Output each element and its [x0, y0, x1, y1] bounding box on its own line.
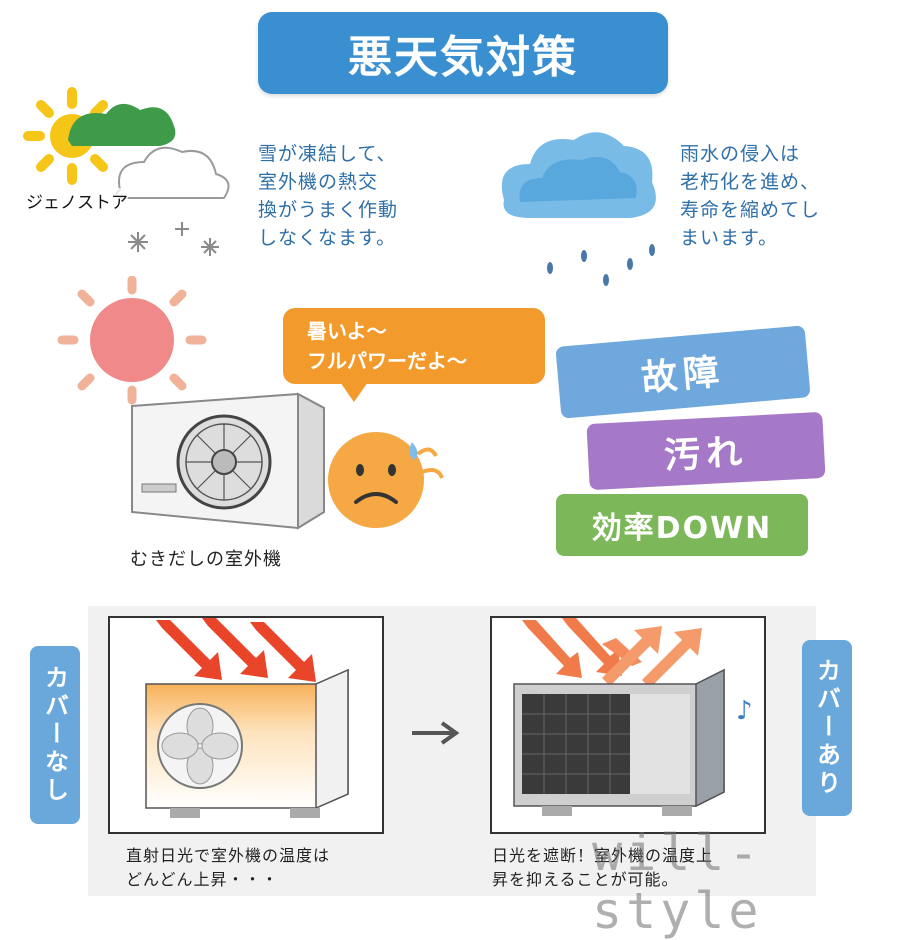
- rain-description: 雨水の侵入は 老朽化を進め、 寿命を縮めてし まいます。: [680, 140, 880, 252]
- hot-sun-icon: [57, 276, 207, 405]
- music-note-icon: ♪: [736, 696, 753, 726]
- watermark: will-style: [592, 824, 763, 940]
- snow-description: 雪が凍結して、 室外機の熱交 換がうまく作動 しなくなます。: [258, 140, 458, 252]
- speech-bubble-tail: [340, 382, 368, 402]
- bubble-line: 暑いよ～: [307, 319, 387, 343]
- right-arrow-icon: [412, 721, 460, 745]
- efficiency-tag: 効率DOWN: [556, 494, 808, 556]
- sun-ray-arrows: [156, 618, 316, 682]
- with-cover-illustration: [513, 618, 725, 816]
- rain-line: 雨水の侵入は: [680, 143, 801, 165]
- snow-weather-illustration: [23, 87, 230, 256]
- snow-line: 換がうまく作動: [258, 199, 399, 221]
- rain-cloud-icon: [501, 132, 656, 286]
- with-cover-caption: 日光を遮断！室外機の温度上 昇を抑えることが可能。: [492, 844, 713, 892]
- caption-line: どんどん上昇・・・: [126, 870, 279, 889]
- no-cover-illustration: [145, 618, 349, 818]
- with-cover-panel: [490, 616, 766, 834]
- snow-line: 雪が凍結して、: [258, 143, 397, 165]
- breakdown-tag: 故障: [555, 325, 811, 419]
- dirt-tag: 汚れ: [586, 411, 826, 491]
- no-cover-label: カバーなし: [30, 646, 80, 824]
- caption-line: 昇を抑えることが可能。: [492, 870, 679, 889]
- rain-line: 寿命を縮めてし: [680, 199, 821, 221]
- outdoor-ac-unit: [131, 392, 325, 530]
- cloud-icon: [115, 146, 230, 199]
- ac-caption: むきだしの室外機: [130, 549, 282, 570]
- store-label: ジェノストア: [26, 188, 128, 213]
- snowflake-icon: [128, 222, 219, 256]
- speech-bubble: 暑いよ～ フルパワーだよ～: [283, 308, 545, 384]
- no-cover-panel: [108, 616, 384, 834]
- sweating-face-icon: [328, 432, 444, 528]
- no-cover-caption: 直射日光で室外機の温度は どんどん上昇・・・: [126, 844, 330, 892]
- leaf-cloud-shape: [68, 103, 176, 146]
- bubble-line: フルパワーだよ～: [307, 349, 467, 373]
- rain-line: 老朽化を進め、: [680, 171, 821, 193]
- reflected-ray-arrows: [522, 618, 702, 688]
- caption-line: 直射日光で室外機の温度は: [126, 846, 331, 865]
- snow-line: 室外機の熱交: [258, 171, 379, 193]
- rain-line: まいます。: [680, 227, 779, 249]
- title-banner: 悪天気対策: [258, 12, 668, 94]
- raindrop-icon: [547, 244, 655, 286]
- with-cover-label: カバーあり: [802, 640, 852, 816]
- page-title: 悪天気対策: [348, 32, 578, 83]
- caption-line: 日光を遮断！室外機の温度上: [492, 846, 714, 865]
- snow-line: しなくなます。: [258, 227, 397, 249]
